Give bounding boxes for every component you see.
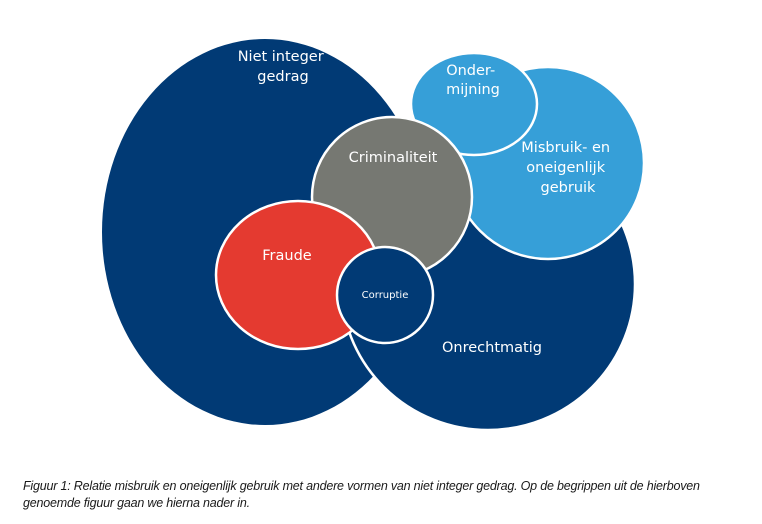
label-niet-integer-gedrag: Niet integer gedrag	[238, 49, 329, 85]
label-criminaliteit: Criminaliteit	[349, 150, 438, 166]
label-fraude: Fraude	[262, 248, 312, 264]
label-ondermijning: Onder- mijning	[446, 63, 500, 98]
figure-caption: Figuur 1: Relatie misbruik en oneigenlij…	[23, 479, 700, 510]
label-misbruik-oneigenlijk-gebruik: Misbruik- en oneigenlijk gebruik	[521, 140, 614, 196]
label-onrechtmatig: Onrechtmatig	[442, 340, 542, 356]
corruptie-circle	[335, 245, 435, 345]
label-corruptie: Corruptie	[362, 290, 409, 301]
venn-diagram: Niet integer gedrag Onder- mijning Misbr…	[102, 39, 646, 432]
ondermijning-ellipse	[409, 51, 539, 157]
